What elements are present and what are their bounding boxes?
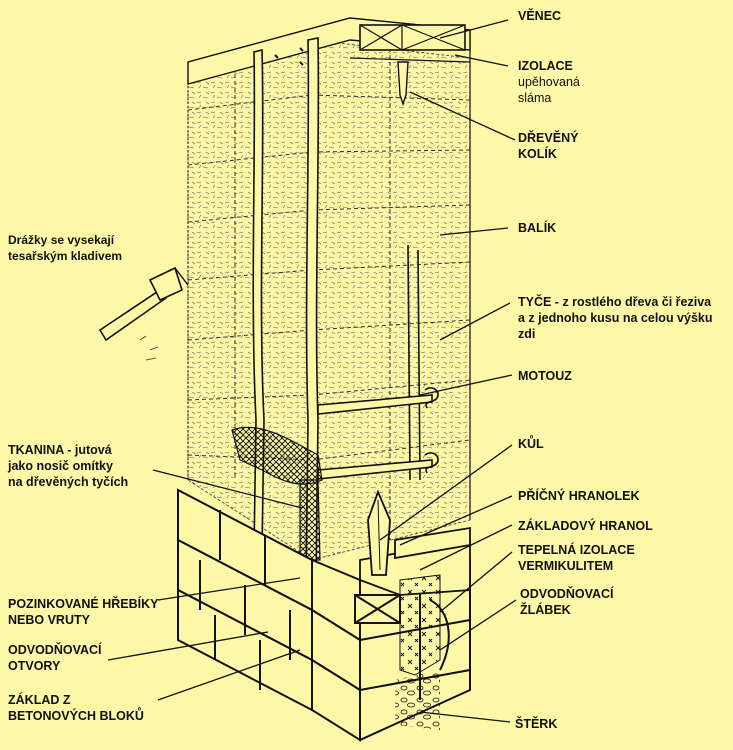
label-izolace: IZOLACE upěhovaná sláma (518, 58, 580, 106)
label-tyce-line1: TYČE - z rostlého dřeva či řeziva (518, 295, 712, 309)
label-tkanina-line1: TKANINA - jutová (8, 443, 112, 457)
wall-side-face (311, 39, 471, 561)
label-tyce-line2: a z jednoho kusu na celou výšku (518, 311, 713, 325)
label-sterk-text: ŠTĚRK (515, 717, 558, 731)
label-otvory-line1: ODVODŇOVACÍ (8, 643, 102, 657)
wooden-peg (397, 61, 409, 107)
label-kul: KŮL (518, 436, 544, 452)
label-tepelna-izolace: TEPELNÁ IZOLACE VERMIKULITEM (518, 542, 635, 574)
bale-joints-front (187, 60, 313, 480)
label-motouz-text: MOTOUZ (518, 369, 572, 383)
label-pricny-text: PŘÍČNÝ HRANOLEK (518, 489, 640, 503)
label-kolik-line2: KOLÍK (518, 147, 557, 161)
label-tkanina: TKANINA - jutová jako nosič omítky na dř… (8, 442, 128, 490)
twine-ties (317, 387, 439, 480)
label-zakladovy-text: ZÁKLADOVÝ HRANOL (518, 519, 653, 533)
label-tkanina-line3: na dřevěných tyčích (8, 475, 129, 489)
label-tyce-line3: zdi (518, 327, 536, 341)
label-zakladovy-hranol: ZÁKLADOVÝ HRANOL (518, 518, 653, 534)
label-zlabek-line1: ODVODŇOVACÍ (520, 587, 614, 601)
label-balik-text: BALÍK (518, 221, 557, 235)
label-kolik: DŘEVĚNÝ KOLÍK (518, 130, 578, 162)
label-kul-text: KŮL (518, 437, 544, 451)
label-venec: VĚNEC (518, 8, 561, 24)
label-tkanina-line2: jako nosič omítky (8, 459, 113, 473)
hammer-icon (98, 266, 189, 361)
label-drazky: Drážky se vysekají tesařským kladivem (8, 232, 122, 264)
label-izolace-line2: upěhovaná (518, 75, 580, 89)
label-pricny-hranolek: PŘÍČNÝ HRANOLEK (518, 488, 640, 504)
label-drazky-line2: tesařským kladivem (8, 249, 123, 263)
label-tepelna-line2: VERMIKULITEM (518, 559, 614, 573)
label-motouz: MOTOUZ (518, 368, 572, 384)
straw-bale-wall (187, 17, 471, 561)
label-tepelna-line1: TEPELNÁ IZOLACE (518, 543, 635, 557)
vermiculite-insulation (399, 574, 441, 676)
gravel (395, 670, 440, 730)
label-zlabek-line2: ŽLÁBEK (520, 603, 571, 617)
label-kolik-line1: DŘEVĚNÝ (518, 131, 579, 145)
leader-lines (107, 19, 517, 723)
concrete-block-foundation (177, 488, 471, 742)
label-hrebiky-line2: NEBO VRUTY (8, 613, 90, 627)
label-hrebiky: POZINKOVANÉ HŘEBÍKY NEBO VRUTY (8, 596, 158, 628)
label-zaklad-line1: ZÁKLAD Z (8, 693, 71, 707)
label-odvodnovaci-otvory: ODVODŇOVACÍ OTVORY (8, 642, 102, 674)
label-sterk: ŠTĚRK (515, 716, 557, 732)
label-tyce: TYČE - z rostlého dřeva či řeziva a z je… (518, 294, 713, 342)
jute-mesh (231, 426, 323, 561)
drainage-groove (429, 599, 450, 671)
label-odvodnovaci-zlabek: ODVODŇOVACÍ ŽLÁBEK (520, 586, 614, 618)
label-zaklad-line2: BETONOVÝCH BLOKŮ (8, 709, 144, 723)
label-zaklad: ZÁKLAD Z BETONOVÝCH BLOKŮ (8, 692, 144, 724)
label-otvory-line2: OTVORY (8, 659, 61, 673)
top-ring-beam (187, 17, 471, 85)
label-hrebiky-line1: POZINKOVANÉ HŘEBÍKY (8, 597, 159, 611)
label-balik: BALÍK (518, 220, 556, 236)
label-venec-text: VĚNEC (518, 9, 562, 23)
label-drazky-line1: Drážky se vysekají (8, 233, 115, 247)
label-izolace-line1: IZOLACE (518, 59, 573, 73)
label-izolace-line3: sláma (518, 91, 552, 105)
bale-joints-side (311, 48, 471, 540)
vertical-rods (252, 37, 421, 581)
